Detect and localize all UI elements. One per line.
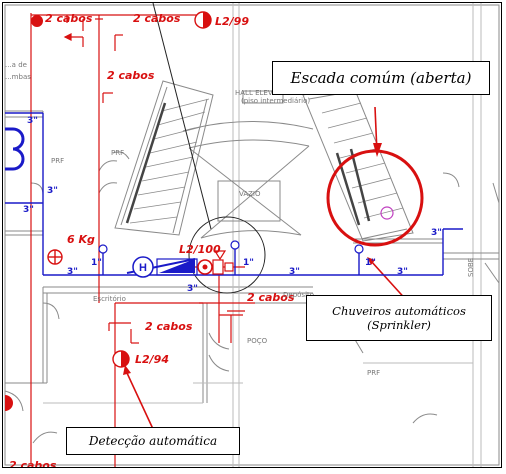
cable-label-center: 2 cabos xyxy=(247,291,295,304)
pipe-size-d: 3" xyxy=(67,267,78,277)
room-label-hall-sub: (piso intermediário) xyxy=(241,97,310,105)
floor-plan-drawing: H 2 cabos 2 cabos L2/99 2 cabos L2/100 2… xyxy=(4,3,500,468)
hydrant-label: H xyxy=(139,262,147,274)
b-room-icon xyxy=(5,127,25,171)
extinguisher-icon xyxy=(47,249,63,265)
stair-highlight-circle xyxy=(326,149,424,247)
room-label-deposito: Depósito xyxy=(283,291,314,299)
wall-alarm-lower-left xyxy=(5,395,13,411)
panel-label-top: L2/99 xyxy=(215,15,249,28)
cable-label-lower: 2 cabos xyxy=(145,320,193,333)
leader-arrows xyxy=(126,106,410,430)
callout-sprinkler-line2: (Sprinkler) xyxy=(367,318,431,332)
pipe-size-a: 3" xyxy=(27,116,38,126)
arrow-head-detection xyxy=(123,365,131,375)
callout-sprinkler-line1: Chuveiros automáticos xyxy=(332,304,466,318)
hydrant-cabinet: H xyxy=(132,256,198,278)
pipe-size-f: 3" xyxy=(289,267,300,277)
room-label-prf3: PRF xyxy=(367,369,380,377)
panel-label-lower: L2/94 xyxy=(135,353,169,366)
room-label-poco: POÇO xyxy=(247,337,268,345)
callout-stair-text: Escada comúm (aberta) xyxy=(290,69,472,87)
pipe-size-e: 3" xyxy=(187,284,198,294)
pipe-size-k: 1" xyxy=(365,258,376,268)
alarm-panel-lower xyxy=(112,350,130,368)
panel-label-center: L2/100 xyxy=(179,243,221,256)
alarm-panel-left xyxy=(31,15,43,27)
cable-label-bottom-left: 2 cabos xyxy=(9,459,57,468)
arrow-head-sprinkler xyxy=(367,257,375,265)
equipment-circle xyxy=(188,216,266,294)
callout-sprinkler: Chuveiros automáticos (Sprinkler) xyxy=(306,295,492,341)
pipe-size-b: 3" xyxy=(47,186,58,196)
room-label-side: SOBE xyxy=(467,258,475,277)
callout-stair: Escada comúm (aberta) xyxy=(272,61,490,95)
room-label-escritorio: Escritório xyxy=(93,295,126,303)
alarm-device-group xyxy=(197,250,234,275)
pipe-size-h: 3" xyxy=(431,228,442,238)
cable-label-top-left: 2 cabos xyxy=(45,12,93,25)
room-label-prf1: PRF xyxy=(51,157,64,165)
stairwell xyxy=(114,80,414,242)
fire-safety-plan: H 2 cabos 2 cabos L2/99 2 cabos L2/100 2… xyxy=(2,2,502,468)
callout-detection-text: Detecção automática xyxy=(88,434,218,448)
room-label-vazio: VAZIO xyxy=(239,190,261,198)
alarm-panel-top xyxy=(194,11,212,29)
cable-label-mid-left: 2 cabos xyxy=(107,69,155,82)
pipe-size-g: 3" xyxy=(397,267,408,277)
sprinkler-heads xyxy=(98,240,364,254)
cable-label-top-mid: 2 cabos xyxy=(133,12,181,25)
room-label-bombas: ...mbas xyxy=(5,73,31,81)
room-label-prf2: PRF xyxy=(111,149,124,157)
room-label-sala: ...a de xyxy=(5,61,27,69)
pipe-size-c: 3" xyxy=(23,205,34,215)
elevator-symbol xyxy=(380,206,394,220)
pipe-size-j: 1" xyxy=(243,258,254,268)
pipe-size-i: 1" xyxy=(91,258,102,268)
callout-detection: Detecção automática xyxy=(66,427,240,455)
reference-line xyxy=(152,3,212,230)
room-label-hall: HALL ELEV. xyxy=(235,89,274,97)
stair-steps xyxy=(129,98,404,224)
extinguisher-label: 6 Kg xyxy=(67,233,95,246)
